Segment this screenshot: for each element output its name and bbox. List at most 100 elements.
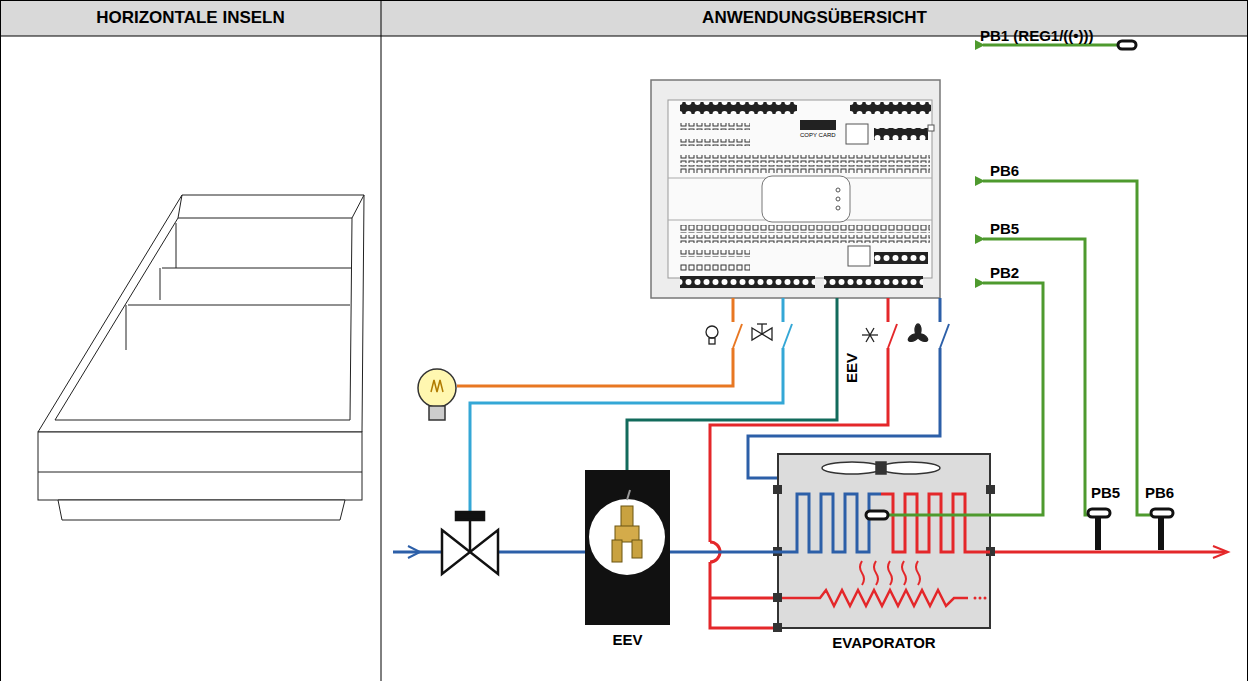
evaporator bbox=[773, 454, 995, 632]
drawing-rect bbox=[429, 406, 445, 420]
drawing-circle bbox=[589, 499, 665, 575]
drawing-g bbox=[773, 485, 995, 632]
drawing-rect bbox=[680, 139, 750, 146]
drawing-polyline bbox=[627, 298, 837, 470]
board-label: COPY CARD bbox=[800, 132, 836, 139]
drawing-rect bbox=[680, 235, 930, 243]
drawing-g bbox=[974, 597, 987, 600]
drawing-path bbox=[860, 561, 920, 585]
drawing-rect bbox=[824, 276, 923, 288]
drawing-g bbox=[907, 324, 929, 343]
drawing-line bbox=[940, 324, 949, 348]
drawing-rect bbox=[680, 155, 930, 163]
probe-label: PB6 bbox=[1143, 484, 1176, 502]
drawing-polyline bbox=[887, 298, 890, 322]
drawing-line bbox=[469, 518, 472, 552]
drawing-line bbox=[888, 324, 897, 348]
drawing-line bbox=[176, 223, 177, 268]
drawing-rect bbox=[800, 120, 836, 130]
drawing-rect bbox=[866, 511, 888, 519]
drawing-rect bbox=[680, 123, 750, 130]
drawing-circle bbox=[418, 369, 456, 407]
drawing-line bbox=[126, 305, 127, 350]
drawing-line bbox=[761, 324, 762, 334]
drawing-line bbox=[162, 268, 352, 269]
drawing-rect bbox=[651, 80, 940, 298]
drawing-rect bbox=[1095, 517, 1101, 550]
drawing-rect bbox=[668, 100, 932, 278]
drawing-rect bbox=[874, 128, 928, 140]
probe-label: PB1 (REG1/((•))) bbox=[980, 27, 1094, 45]
drawing-g bbox=[457, 298, 742, 386]
drawing-line bbox=[0, 0, 1, 681]
drawing-circle bbox=[979, 597, 982, 600]
probe-label: PB5 bbox=[1089, 484, 1122, 502]
drawing-polyline bbox=[939, 298, 942, 322]
drawing-circle bbox=[984, 597, 987, 600]
output-label: EEV bbox=[843, 353, 861, 383]
light-bulb bbox=[418, 369, 456, 420]
drawing-rect bbox=[773, 593, 782, 602]
drawing-rect bbox=[680, 276, 815, 288]
drawing-line bbox=[38, 472, 362, 473]
drawing-polygon bbox=[38, 195, 364, 432]
drawing-line bbox=[1247, 0, 1248, 681]
pipe-connector bbox=[670, 552, 778, 553]
drawing-rect bbox=[876, 462, 886, 474]
drawing-rect bbox=[848, 246, 870, 266]
drawing-line bbox=[0, 0, 1248, 1]
node-caption: EVAPORATOR bbox=[832, 634, 935, 651]
drawing-rect bbox=[632, 540, 642, 558]
drawing-rect bbox=[38, 432, 362, 500]
drawing-polygon bbox=[58, 500, 345, 520]
drawing-line bbox=[498, 551, 585, 554]
probe-wires bbox=[880, 45, 1163, 515]
drawing-rect bbox=[612, 540, 622, 562]
drawing-polyline bbox=[457, 348, 733, 386]
drawing-polyline bbox=[782, 298, 785, 322]
drawing-rect bbox=[680, 264, 750, 271]
drawing-polyline bbox=[880, 283, 1043, 515]
drawing-rect bbox=[762, 176, 850, 222]
table-header: ANWENDUNGSÜBERSICHT bbox=[381, 0, 1248, 36]
drawing-circle bbox=[836, 197, 840, 201]
drawing-ellipse bbox=[822, 462, 882, 474]
drawing-line bbox=[757, 323, 767, 324]
drawing-rect bbox=[680, 102, 797, 114]
drawing-line bbox=[128, 305, 350, 306]
drawing-path bbox=[1213, 546, 1228, 558]
table-header: HORIZONTALE INSELN bbox=[0, 0, 381, 36]
drawing-rect bbox=[680, 225, 930, 233]
drawing-rect bbox=[709, 338, 715, 344]
drawing-rect bbox=[456, 512, 484, 520]
probe-label: PB6 bbox=[990, 162, 1019, 180]
drawing-g bbox=[748, 298, 949, 478]
drawing-rect bbox=[874, 252, 928, 264]
solenoid-valve bbox=[442, 512, 498, 574]
drawing-polyline bbox=[732, 298, 735, 322]
drawing-circle bbox=[974, 597, 977, 600]
drawing-line bbox=[990, 551, 1225, 554]
node-caption: EEV bbox=[612, 631, 642, 648]
eev-valve bbox=[585, 470, 670, 625]
probe-label: PB2 bbox=[990, 264, 1019, 282]
drawing-path bbox=[782, 590, 968, 606]
drawing-rect bbox=[1088, 509, 1110, 517]
drawing-rect bbox=[621, 506, 633, 528]
drawing-polyline bbox=[710, 562, 778, 628]
eev-box: EEV bbox=[585, 470, 670, 625]
drawing-line bbox=[160, 268, 161, 300]
drawing-line bbox=[178, 195, 182, 218]
drawing-path bbox=[431, 380, 443, 392]
drawing-rect bbox=[680, 250, 750, 257]
drawing-path bbox=[881, 494, 990, 552]
drawing-rect bbox=[1118, 41, 1136, 49]
drawing-rect bbox=[585, 470, 670, 625]
drawing-rect bbox=[850, 102, 931, 114]
drawing-circle bbox=[706, 326, 718, 338]
drawing-rect bbox=[928, 125, 934, 131]
